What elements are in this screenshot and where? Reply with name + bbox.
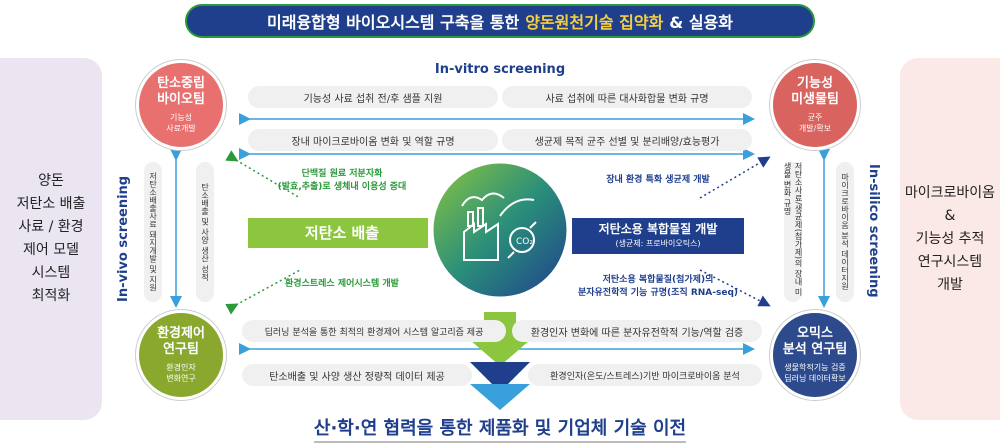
- right-panel-line: 연구시스템: [917, 253, 983, 270]
- team-sub: 개발/확보: [798, 124, 832, 133]
- team-sub: 변화연구: [166, 374, 196, 383]
- left-panel-line: 저탄소 배출: [16, 196, 86, 212]
- note-protein: 단백질 원료 저분자화 (발효,추출)로 생체내 이용성 증대: [252, 168, 432, 194]
- bottom-pill: 환경인자(온도/스트레스)기반 마이크로바이옴 분석: [528, 364, 762, 386]
- bottom-pill: 탄소배출 및 사양 생산 정량적 데이터 제공: [242, 364, 472, 386]
- left-panel-line: 사료 / 환경: [18, 219, 84, 235]
- right-panel: 마이크로바이옴 & 기능성 추적 연구시스템 개발: [900, 58, 1000, 420]
- dotted-arrow-green: [225, 269, 301, 315]
- right-panel-line: 마이크로바이옴: [904, 184, 996, 201]
- team-name: 기능성: [797, 76, 833, 91]
- team-name: 미생물팀: [791, 92, 839, 107]
- bottom-pill: 환경인자 변화에 따른 분자유전학적 기능/역할 검증: [512, 320, 762, 342]
- top-pill: 장내 마이크로바이옴 변화 및 역할 규명: [248, 129, 498, 151]
- note-line: (발효,추출)로 생체내 이용성 증대: [277, 182, 407, 192]
- left-panel-line: 시스템: [31, 265, 71, 281]
- team-name: 오믹스: [797, 326, 833, 341]
- team-sub: 딥러닝 데이터확보: [784, 374, 846, 383]
- left-panel: 양돈 저탄소 배출 사료 / 환경 제어 모델 시스템 최적화: [0, 58, 102, 420]
- title-part2: & 실용화: [669, 13, 733, 32]
- composite-material-sub: (생균제: 프로바이오틱스): [615, 239, 701, 248]
- factory-icon: [461, 192, 537, 261]
- note-line: 단백질 원료 저분자화: [301, 169, 383, 179]
- in-vitro-label: In-vitro screening: [434, 62, 566, 77]
- note-probiotic: 장내 환경 특화 생균제 개발: [606, 175, 710, 185]
- in-vivo-label: In-vivo screening: [116, 175, 131, 302]
- team-sub: 환경인자: [166, 363, 196, 372]
- left-vertical-pill: 저탄소배출사료 돼지개발 및 지원: [144, 162, 162, 302]
- main-title: 미래융합형 바이오시스템 구축을 통한 양돈원천기술 집약화 & 실용화: [185, 4, 815, 38]
- center-circle: [430, 160, 570, 300]
- right-vertical-pill: 마이크로바이옴 분석 데이터지원: [836, 162, 854, 302]
- left-panel-line: 양돈: [38, 173, 64, 189]
- left-panel-line: 최적화: [31, 288, 71, 304]
- composite-material-box: 저탄소용 복합물질 개발 (생균제: 프로바이오틱스): [572, 220, 744, 249]
- note-line: 분자유전학적 기능 규명(조직 RNA-seq): [577, 288, 739, 298]
- team-carbon-neutral: 탄소중립 바이오팀 기능성 사료개발: [136, 60, 226, 150]
- team-functional-microbe: 기능성 미생물팀 균주 개발/확보: [770, 60, 860, 150]
- right-panel-line: &: [944, 207, 956, 224]
- note-rna-seq: 저탄소용 복합물질(첨가제)의 분자유전학적 기능 규명(조직 RNA-seq): [560, 274, 756, 300]
- dotted-arrow-navy: [699, 156, 771, 199]
- team-environment-control: 환경제어 연구팀 환경인자 변화연구: [136, 310, 226, 400]
- team-omics: 오믹스 분석 연구팀 생물학적기능 검증 딥러닝 데이터확보: [770, 310, 860, 400]
- composite-material-label: 저탄소용 복합물질 개발: [598, 222, 718, 236]
- top-pill: 기능성 사료 섭취 전/후 샘플 지원: [248, 86, 498, 108]
- team-name: 분석 연구팀: [782, 342, 848, 357]
- bottom-pill: 딥러닝 분석을 통한 최적의 환경제어 시스템 알고리즘 제공: [242, 320, 506, 342]
- team-sub: 균주: [807, 113, 823, 122]
- left-panel-line: 제어 모델: [23, 242, 79, 258]
- down-arrow-sky: [470, 384, 530, 410]
- team-sub: 생물학적기능 검증: [784, 363, 846, 372]
- team-name: 바이오팀: [157, 92, 205, 107]
- right-vertical-pill: 저탄소사료/생균제(첨가제)의 장내 미생물 변화 규명: [783, 162, 803, 302]
- note-line: 저탄소용 복합물질(첨가제)의: [602, 275, 714, 285]
- low-carbon-label: 저탄소 배출: [304, 224, 380, 242]
- down-arrow-navy: [470, 362, 530, 392]
- left-center-bar: [248, 218, 428, 248]
- team-sub: 기능성: [169, 113, 193, 122]
- team-name: 탄소중립: [157, 76, 205, 91]
- in-silico-label: In-silico screening: [866, 164, 881, 298]
- right-panel-line: 기능성 추적: [915, 230, 985, 247]
- right-panel-line: 개발: [937, 276, 963, 293]
- top-pill: 생균제 목적 균주 선별 및 분리배양/효능평가: [502, 129, 752, 151]
- right-center-bar: [572, 218, 744, 254]
- team-sub: 사료개발: [166, 124, 196, 133]
- team-name: 연구팀: [163, 342, 199, 357]
- left-vertical-pill: 탄소배출 및 사양 생산 성적: [196, 162, 214, 302]
- bottom-title: 산·학·연 협력을 통한 제품화 및 기업체 기술 이전: [250, 414, 750, 443]
- title-highlight: 양돈원천기술 집약화: [525, 13, 664, 32]
- co2-label: CO₂: [516, 237, 533, 247]
- title-part1: 미래융합형 바이오시스템 구축을 통한: [267, 13, 520, 32]
- note-env-stress: 환경스트레스 제어시스템 개발: [285, 279, 399, 289]
- bottom-title-text: 산·학·연 협력을 통한 제품화 및 기업체 기술 이전: [313, 418, 687, 443]
- top-pill: 사료 섭취에 따른 대사화합물 변화 규명: [502, 86, 752, 108]
- team-name: 환경제어: [157, 326, 205, 341]
